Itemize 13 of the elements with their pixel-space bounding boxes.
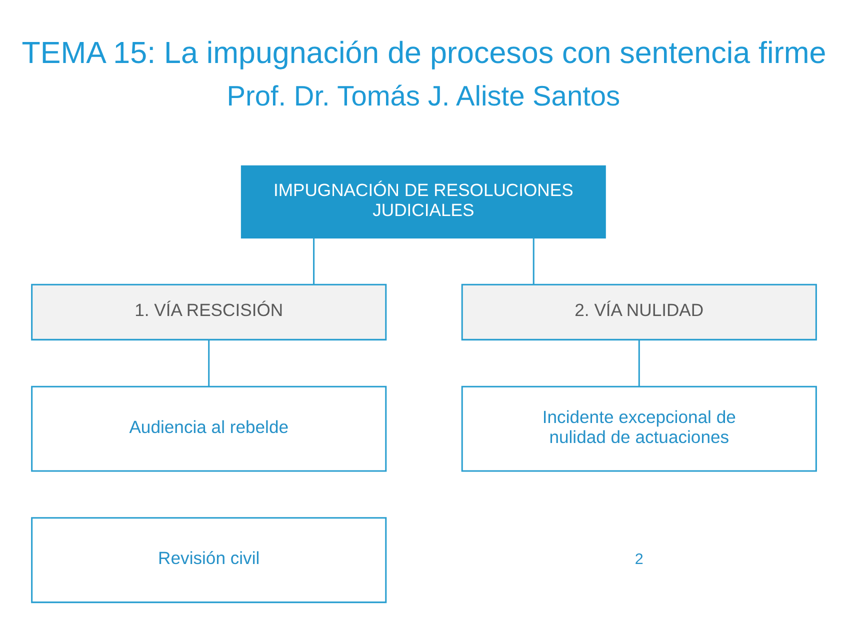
diagram-title: TEMA 15: La impugnación de procesos con sentencia firme xyxy=(22,36,826,70)
label: 2 xyxy=(634,551,644,568)
connector xyxy=(638,340,640,386)
node-box: IMPUGNACIÓN DE RESOLUCIONES JUDICIALES xyxy=(240,165,606,238)
label: Prof. Dr. Tomás J. Aliste Santos xyxy=(226,80,620,112)
node-box: 2. VÍA NULIDAD xyxy=(461,284,817,340)
connector xyxy=(532,238,534,285)
node-box: Revisión civil xyxy=(31,517,387,604)
node-box: Incidente excepcional de nulidad de actuaciones xyxy=(461,386,817,472)
connector xyxy=(313,238,315,285)
node-box: 1. VÍA RESCISIÓN xyxy=(31,284,387,340)
node-box: Audiencia al rebelde xyxy=(31,386,387,472)
connector xyxy=(208,340,210,386)
